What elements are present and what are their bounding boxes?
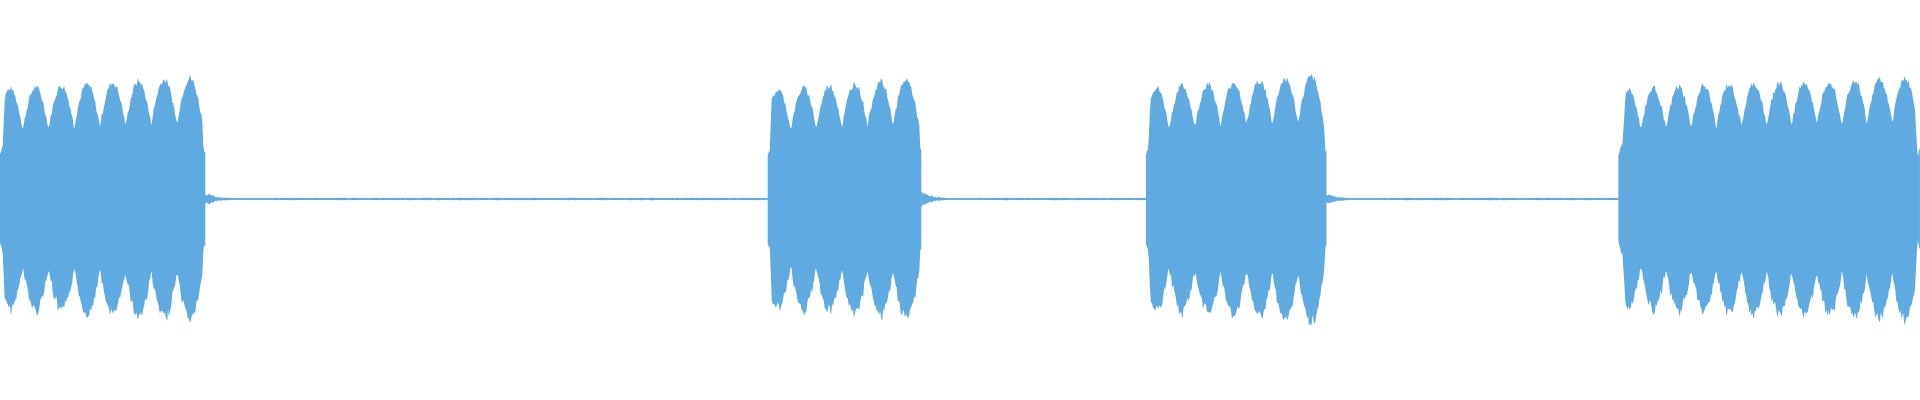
waveform-burst-1 xyxy=(0,75,206,323)
waveform-decay-3 xyxy=(1326,194,1382,204)
waveform-silence-3 xyxy=(1382,197,1619,201)
waveform-burst-2 xyxy=(767,78,922,320)
waveform-segments xyxy=(0,74,1920,326)
waveform-silence-2 xyxy=(978,197,1147,201)
waveform-decay-1 xyxy=(205,193,269,205)
waveform-silence-1 xyxy=(268,197,769,201)
waveform-burst-3 xyxy=(1145,74,1327,326)
waveform-decay-2 xyxy=(921,191,979,208)
